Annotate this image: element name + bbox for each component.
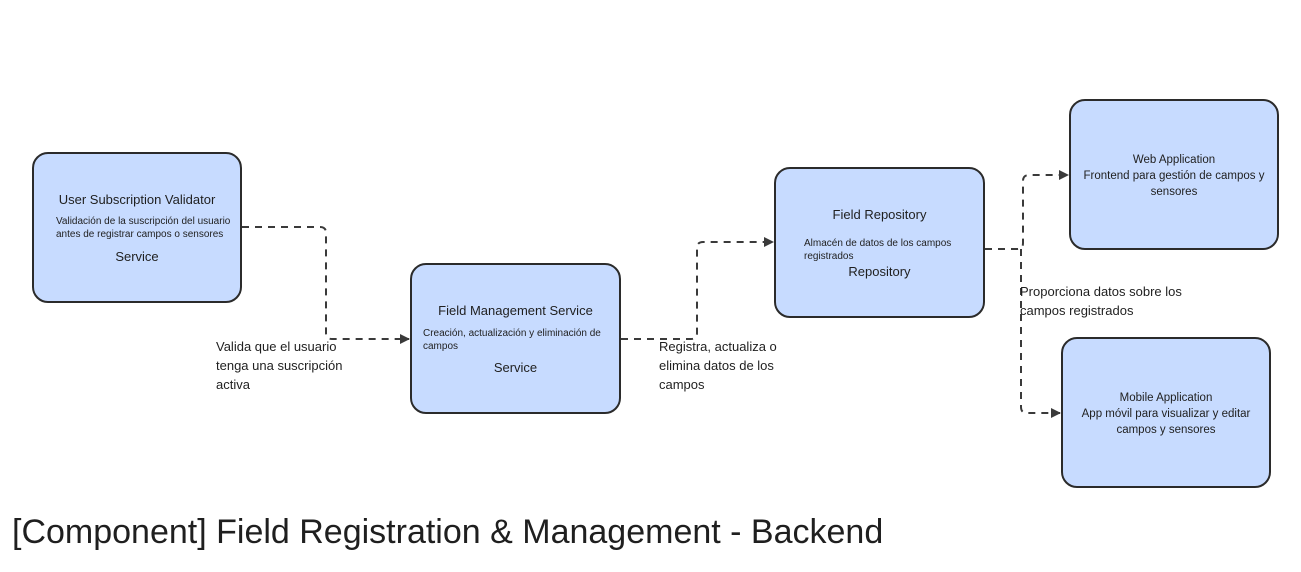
node-type: Service: [493, 360, 538, 375]
page-title: [Component] Field Registration & Managem…: [12, 513, 884, 551]
edge-repository-to-mobile-app: [1020, 249, 1061, 418]
node-title: User Subscription Validator: [58, 192, 216, 207]
node-title: Field Repository: [832, 207, 927, 222]
node-web-application[interactable]: Web Application Frontend para gestión de…: [1069, 99, 1279, 250]
node-description: Creación, actualización y eliminación de…: [423, 328, 601, 352]
node-type: Service: [115, 249, 159, 264]
node-description: Almacén de datos de los campos registrad…: [804, 238, 952, 262]
node-description: App móvil para visualizar y editar campo…: [1081, 408, 1251, 436]
node-mobile-application[interactable]: Mobile Application App móvil para visual…: [1061, 337, 1271, 488]
node-title: Web Application: [1132, 154, 1216, 166]
node-type: Repository: [848, 264, 911, 279]
edge-validator-to-service: [242, 226, 410, 344]
node-field-management-service[interactable]: Field Management Service Creación, actua…: [410, 263, 621, 414]
node-title: Field Management Service: [438, 303, 593, 318]
edge-repository-to-web-app: [985, 170, 1069, 250]
edge-label-validator-to-service: Valida que el usuario tenga una suscripc…: [216, 339, 343, 392]
node-title: Mobile Application: [1119, 392, 1213, 404]
edge-service-to-repository: [621, 237, 774, 340]
edge-label-repository-to-apps: Proporciona datos sobre los campos regis…: [1020, 284, 1182, 318]
node-user-subscription-validator[interactable]: User Subscription Validator Validación d…: [32, 152, 242, 303]
node-description: Validación de la suscripción del usuario…: [56, 216, 231, 240]
node-description: Frontend para gestión de campos y sensor…: [1083, 170, 1265, 198]
edge-label-service-to-repository: Registra, actualiza o elimina datos de l…: [659, 339, 777, 392]
node-field-repository[interactable]: Field Repository Almacén de datos de los…: [774, 167, 985, 318]
